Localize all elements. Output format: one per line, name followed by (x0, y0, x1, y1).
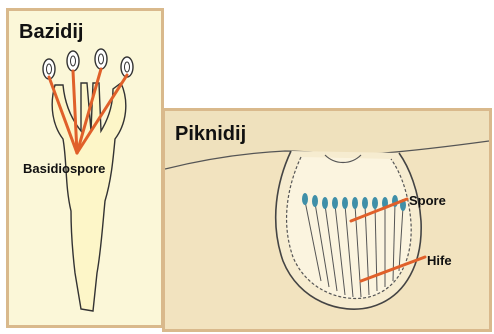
basidiospore-2 (67, 51, 79, 71)
pycnidium-panel: Piknidij Spore Hife (162, 108, 492, 332)
hyphae-label: Hife (427, 253, 452, 268)
spore-label: Spore (409, 193, 446, 208)
basidium-title: Bazidij (19, 21, 83, 44)
basidiospore-3 (95, 49, 107, 69)
pycnidium-wall-inner (287, 157, 412, 298)
basidium-panel: Bazidij Basidiospore (6, 8, 164, 328)
pycnidium-title: Piknidij (175, 123, 246, 146)
basidiospore-label: Basidiospore (23, 161, 105, 176)
